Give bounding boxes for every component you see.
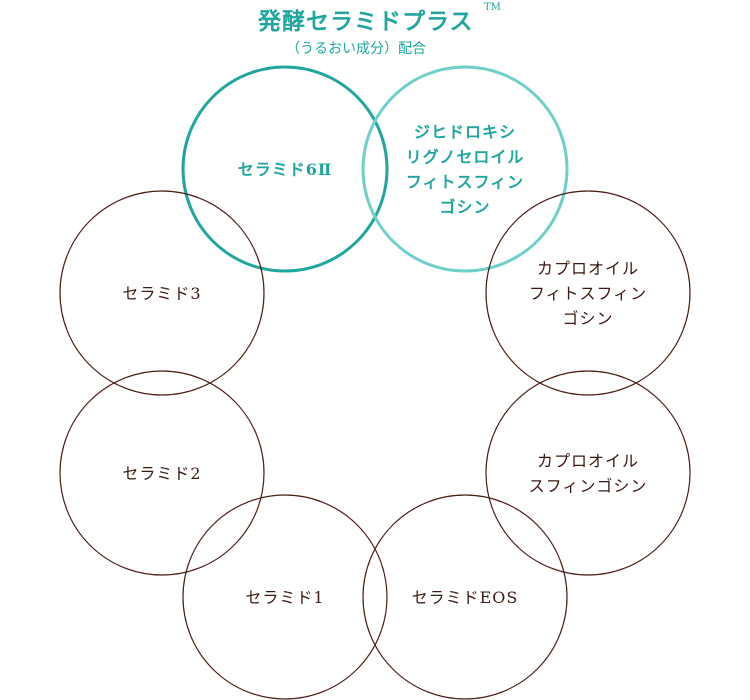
circle-caproyl-phyto [485, 190, 691, 396]
circle-layer [59, 65, 691, 700]
label-caproyl-phyto-line-0: カプロオイル [537, 259, 639, 278]
circle-ceramide-6ii [181, 65, 389, 273]
label-layer: セラミド6Ⅱジヒドロキシリグノセロイルフィトスフィンゴシンカプロオイルフィトスフ… [122, 123, 648, 608]
circle-ceramide-eos [362, 494, 568, 700]
label-dihydroxy-line-3: ゴシン [439, 198, 490, 217]
circle-caproyl-sphingo [485, 370, 691, 576]
trademark-mark: TM [484, 2, 501, 13]
label-ceramide-1-line-0: セラミド1 [245, 588, 324, 607]
label-caproyl-sphingo-line-1: スフィンゴシン [529, 477, 648, 496]
diagram-subtitle: （うるおい成分）配合 [286, 41, 426, 57]
label-dihydroxy-line-2: フィトスフィン [406, 173, 524, 192]
circle-ceramide-2 [59, 370, 265, 576]
label-caproyl-phyto-line-1: フィトスフィン [529, 284, 647, 303]
circle-dihydroxy [361, 65, 569, 273]
label-ceramide-eos-line-0: セラミドEOS [412, 588, 519, 607]
label-ceramide-2-line-0: セラミド2 [122, 464, 201, 483]
label-caproyl-sphingo-line-0: カプロオイル [537, 452, 639, 471]
label-dihydroxy-line-0: ジヒドロキシ [414, 123, 516, 142]
label-ceramide-3-line-0: セラミド3 [122, 284, 201, 303]
label-caproyl-phyto-line-2: ゴシン [562, 309, 613, 328]
label-dihydroxy-line-1: リグノセロイル [406, 148, 525, 167]
label-ceramide-6ii-line-0: セラミド6Ⅱ [238, 160, 333, 179]
circle-ceramide-1 [182, 494, 388, 700]
circle-ceramide-3 [59, 190, 265, 396]
diagram-title: 発酵セラミドプラス [258, 8, 474, 35]
